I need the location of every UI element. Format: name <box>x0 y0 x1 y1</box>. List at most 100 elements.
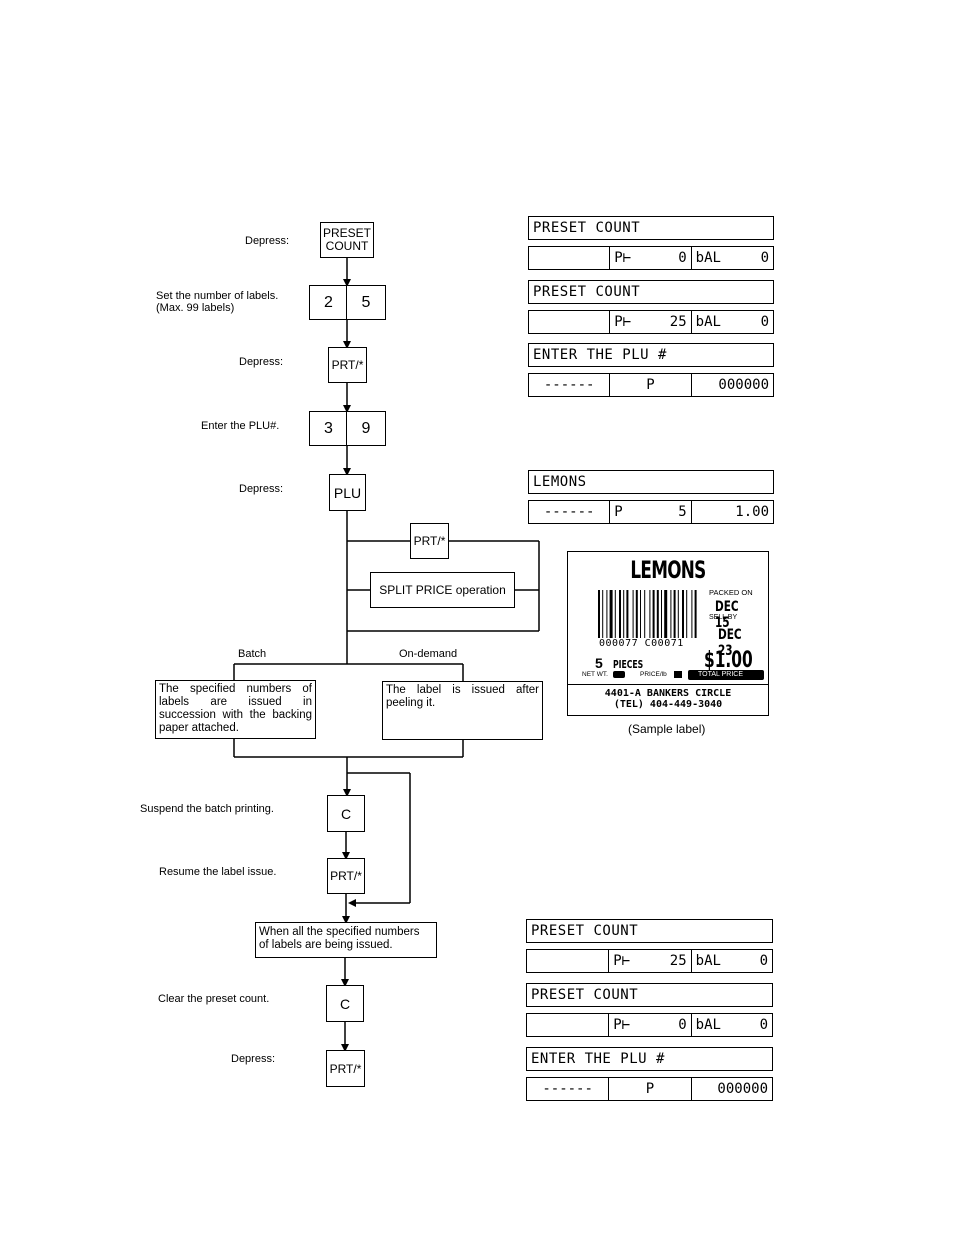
display-cell-2-value: 25 <box>669 953 687 969</box>
barcode-bar <box>609 590 613 638</box>
net-wt-label: NET WT. <box>582 671 608 678</box>
suspend-label: Suspend the batch printing. <box>140 803 274 815</box>
net-wt-box-icon <box>613 671 625 678</box>
barcode-bar <box>623 590 625 638</box>
barcode-bar <box>656 590 659 638</box>
barcode-bar <box>602 590 604 638</box>
prt-key[interactable]: PRT/* <box>327 858 365 894</box>
barcode-bar <box>661 590 662 638</box>
address-line2: (TEL) 404-449-3040 <box>613 699 723 710</box>
c-key[interactable]: C <box>326 985 364 1022</box>
barcode-bar <box>682 590 684 638</box>
clear-label: Clear the preset count. <box>158 993 270 1005</box>
display-cell-1 <box>529 311 609 333</box>
address-line1: 4401-A BANKERS CIRCLE <box>604 688 732 699</box>
display-cell-2-value: P <box>645 1081 655 1097</box>
display-cell-3-label: bAL <box>695 314 721 330</box>
step-depress-label: Depress: <box>239 356 284 368</box>
barcode-bar <box>691 590 693 638</box>
digit-3-key[interactable]: 3 <box>309 411 348 446</box>
barcode-bar <box>606 590 608 638</box>
display-title: PRESET COUNT <box>528 216 774 240</box>
display-values: P⊢ 0 bAL 0 <box>526 1013 773 1037</box>
resume-label: Resume the label issue. <box>159 866 277 878</box>
price-per-lb-label: PRICE/lb <box>640 671 667 678</box>
display-cell-2-value: 25 <box>669 314 687 330</box>
label-divider <box>568 684 768 685</box>
barcode-icon <box>598 590 697 638</box>
barcode-bar <box>644 590 646 638</box>
prt-key-branch[interactable]: PRT/* <box>410 523 449 559</box>
display-cell-1: ------ <box>542 1081 593 1097</box>
display-cell-2: P⊢ 0 <box>608 1014 690 1036</box>
display-cell-2: P⊢25 <box>609 311 690 333</box>
display-cell-1: ------ <box>543 504 595 520</box>
display-values: ------ P 000000 <box>526 1077 773 1101</box>
digit-2-key[interactable]: 2 <box>309 285 348 320</box>
barcode-bar <box>632 590 634 638</box>
display-cell-1 <box>527 950 608 972</box>
display-cell-2: P⊢0 <box>609 247 690 269</box>
display-cell-2-value: P <box>646 377 655 393</box>
display-cell-3: bAL 0 <box>690 1014 772 1036</box>
preset-count-key[interactable]: PRESET COUNT <box>320 222 374 258</box>
total-price-value: $1.00 <box>704 648 753 673</box>
set-labels-label: Set the number of labels. (Max. 99 label… <box>156 290 278 314</box>
display-cell-3-label: bAL <box>695 1017 721 1033</box>
display-cell-2-value: 5 <box>678 504 687 520</box>
barcode-bar <box>673 590 676 638</box>
display-cell-1 <box>529 247 609 269</box>
digit-9-key[interactable]: 9 <box>346 411 386 446</box>
prt-key[interactable]: PRT/* <box>328 347 367 383</box>
sell-by-label: SELL BY <box>709 614 738 621</box>
display-title: LEMONS <box>528 470 774 494</box>
plu-key[interactable]: PLU <box>329 474 366 511</box>
sample-quantity: 5 <box>595 655 603 671</box>
display-cell-3-value: 0 <box>760 250 769 266</box>
barcode-bar <box>635 590 638 638</box>
prt-key[interactable]: PRT/* <box>326 1050 365 1087</box>
split-price-box: SPLIT PRICE operation <box>370 572 515 608</box>
display-title: PRESET COUNT <box>528 280 774 304</box>
barcode-bar <box>614 590 616 638</box>
enter-plu-label: Enter the PLU#. <box>201 420 280 432</box>
display-title: ENTER THE PLU # <box>526 1047 773 1071</box>
all-issued-line2: of labels are being issued. <box>259 939 393 951</box>
sample-quantity-unit: PIECES <box>613 658 644 671</box>
display-cell-3-value: 1.00 <box>735 504 769 520</box>
on-demand-note: The label is issued after peeling it. <box>382 681 543 740</box>
display-cell-2-label: P⊢ <box>613 1017 631 1033</box>
batch-note: The specified numbers of labels are issu… <box>155 680 316 739</box>
display-cell-2-value: 0 <box>678 1017 687 1033</box>
set-labels-line2: (Max. 99 labels) <box>156 302 235 314</box>
display-cell-2: P <box>609 374 690 396</box>
total-price-label: TOTAL PRICE <box>688 670 764 680</box>
on-demand-label: On-demand <box>399 648 458 660</box>
display-cell-3-value: 0 <box>759 1017 768 1033</box>
barcode-digits: 000077 C00071 <box>599 638 684 649</box>
barcode-bar <box>686 590 688 638</box>
digit-5-key[interactable]: 5 <box>346 285 386 320</box>
step-depress-label: Depress: <box>239 483 284 495</box>
all-issued-box: When all the specified numbers of labels… <box>255 922 437 958</box>
barcode-bar <box>664 590 668 638</box>
preset-count-key-line1: PRESET <box>322 226 371 240</box>
display-cell-3: 000000 <box>690 1078 772 1100</box>
barcode-bar <box>649 590 651 638</box>
barcode-bar <box>626 590 629 638</box>
sell-by-date: DEC 23 <box>718 627 742 659</box>
batch-label: Batch <box>238 648 267 660</box>
display-cell-2: P <box>608 1078 690 1100</box>
display-title: PRESET COUNT <box>526 919 773 943</box>
display-cell-3-value: 0 <box>759 953 768 969</box>
c-key[interactable]: C <box>327 795 365 832</box>
packed-on-label: PACKED ON <box>709 588 753 597</box>
